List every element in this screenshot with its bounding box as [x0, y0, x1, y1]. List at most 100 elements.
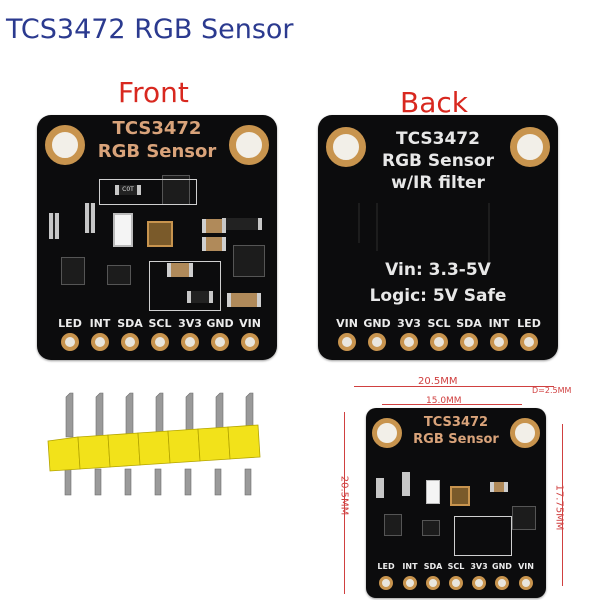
- page-title: TCS3472 RGB Sensor: [6, 14, 294, 45]
- resistor-c0t: C0T: [115, 185, 141, 195]
- silk-outline-top: [99, 179, 197, 205]
- silk-outline-bottom: [149, 261, 221, 311]
- dim-width-top: 20.5MM: [418, 376, 458, 387]
- mount-hole-right: [510, 418, 540, 448]
- mount-hole-left: [45, 125, 85, 165]
- back-pin-label-led: LED: [517, 317, 541, 330]
- trace: [376, 203, 378, 251]
- dim-pad: [449, 576, 463, 590]
- header-pins: [40, 385, 280, 515]
- back-silk-line1: TCS3472: [396, 129, 480, 149]
- dim-pad: [519, 576, 533, 590]
- back-pad: [460, 333, 478, 351]
- front-silk-line2: RGB Sensor: [97, 141, 217, 162]
- front-pin-label-sda: SDA: [117, 317, 143, 330]
- tcs3472-chip: [450, 486, 470, 506]
- back-vin-text: Vin: 3.3-5V: [385, 260, 491, 280]
- resistor-331: [85, 203, 95, 233]
- front-pad: [151, 333, 169, 351]
- dim-height-right: 17.75MM: [553, 484, 565, 531]
- back-pin-label-vin: VIN: [336, 317, 358, 330]
- back-pin-label-scl: SCL: [427, 317, 451, 330]
- dim-pin-label-int: INT: [402, 562, 418, 571]
- back-silk-line3: w/IR filter: [391, 173, 485, 193]
- back-pin-label-3v3: 3V3: [397, 317, 421, 330]
- dim-hole-diameter: D=2.5MM: [532, 386, 572, 395]
- resistor: [402, 472, 410, 496]
- dim-pin-label-gnd: GND: [492, 562, 512, 571]
- back-pad: [490, 333, 508, 351]
- front-label: Front: [118, 76, 189, 109]
- dim-pin-label-vin: VIN: [518, 562, 534, 571]
- led-white: [426, 480, 440, 504]
- mount-hole-right: [229, 125, 269, 165]
- trace: [488, 203, 490, 263]
- front-pin-label-led: LED: [58, 317, 82, 330]
- dimension-board: TCS3472 RGB Sensor LED INT SDA SCL 3V3 G…: [366, 408, 546, 598]
- mosfet: [384, 514, 402, 536]
- dim-pin-label-scl: SCL: [447, 562, 465, 571]
- front-board: TCS3472 RGB Sensor C0T LED INT SDA SCL 3…: [37, 115, 277, 360]
- mount-hole-right: [510, 127, 550, 167]
- front-pad: [61, 333, 79, 351]
- front-pin-label-int: INT: [89, 317, 111, 330]
- dim-pad: [426, 576, 440, 590]
- front-silk-line1: TCS3472: [112, 118, 202, 139]
- tcs3472-chip: [147, 221, 173, 247]
- back-pad: [368, 333, 386, 351]
- dim-silk-line2: RGB Sensor: [413, 432, 499, 447]
- capacitor: [490, 482, 508, 492]
- front-pad: [241, 333, 259, 351]
- dim-line-height-right: [562, 424, 563, 586]
- back-pin-label-gnd: GND: [363, 317, 391, 330]
- led-white: [113, 213, 133, 247]
- back-pad: [400, 333, 418, 351]
- resistor-103-a: [49, 213, 59, 239]
- transistor: [422, 520, 440, 536]
- back-pin-label-int: INT: [488, 317, 510, 330]
- front-pad: [121, 333, 139, 351]
- front-pin-label-scl: SCL: [148, 317, 172, 330]
- dim-pad: [472, 576, 486, 590]
- front-pin-label-3v3: 3V3: [178, 317, 202, 330]
- capacitor-c: [167, 263, 193, 277]
- dim-pad: [403, 576, 417, 590]
- mosfet-left: [61, 257, 85, 285]
- dim-line-spacing: [382, 404, 522, 405]
- dim-line-width: [354, 386, 554, 387]
- front-pin-label-gnd: GND: [206, 317, 234, 330]
- front-pad: [211, 333, 229, 351]
- trace: [358, 203, 360, 243]
- resistor: [376, 478, 384, 498]
- front-pad: [91, 333, 109, 351]
- back-logic-text: Logic: 5V Safe: [369, 286, 507, 306]
- back-pad: [338, 333, 356, 351]
- back-pad: [430, 333, 448, 351]
- front-pin-label-vin: VIN: [239, 317, 261, 330]
- back-board: TCS3472 RGB Sensor w/IR filter Vin: 3.3-…: [318, 115, 558, 360]
- back-pad: [520, 333, 538, 351]
- silk-outline: [454, 516, 512, 556]
- transistor-mid: [107, 265, 131, 285]
- dim-line-height-left: [344, 412, 345, 594]
- regulator: [512, 506, 536, 530]
- dim-hole-spacing: 15.0MM: [426, 396, 462, 406]
- capacitor-b: [202, 237, 226, 251]
- resistor-103-b: [187, 291, 213, 303]
- front-pad: [181, 333, 199, 351]
- dim-pad: [379, 576, 393, 590]
- dim-silk-line1: TCS3472: [423, 415, 489, 430]
- mount-hole-left: [372, 418, 402, 448]
- back-pin-label-sda: SDA: [456, 317, 482, 330]
- resistor-right: [222, 218, 262, 230]
- transistor-top: [162, 175, 190, 205]
- dim-pin-label-3v3: 3V3: [470, 562, 488, 571]
- back-silk-line2: RGB Sensor: [382, 151, 494, 171]
- dim-height-left: 20.5MM: [338, 475, 350, 516]
- capacitor-d: [227, 293, 261, 307]
- mount-hole-left: [326, 127, 366, 167]
- regulator: [233, 245, 265, 277]
- dim-pin-label-sda: SDA: [423, 562, 443, 571]
- header-pins-drawing: [47, 392, 261, 496]
- dim-pad: [495, 576, 509, 590]
